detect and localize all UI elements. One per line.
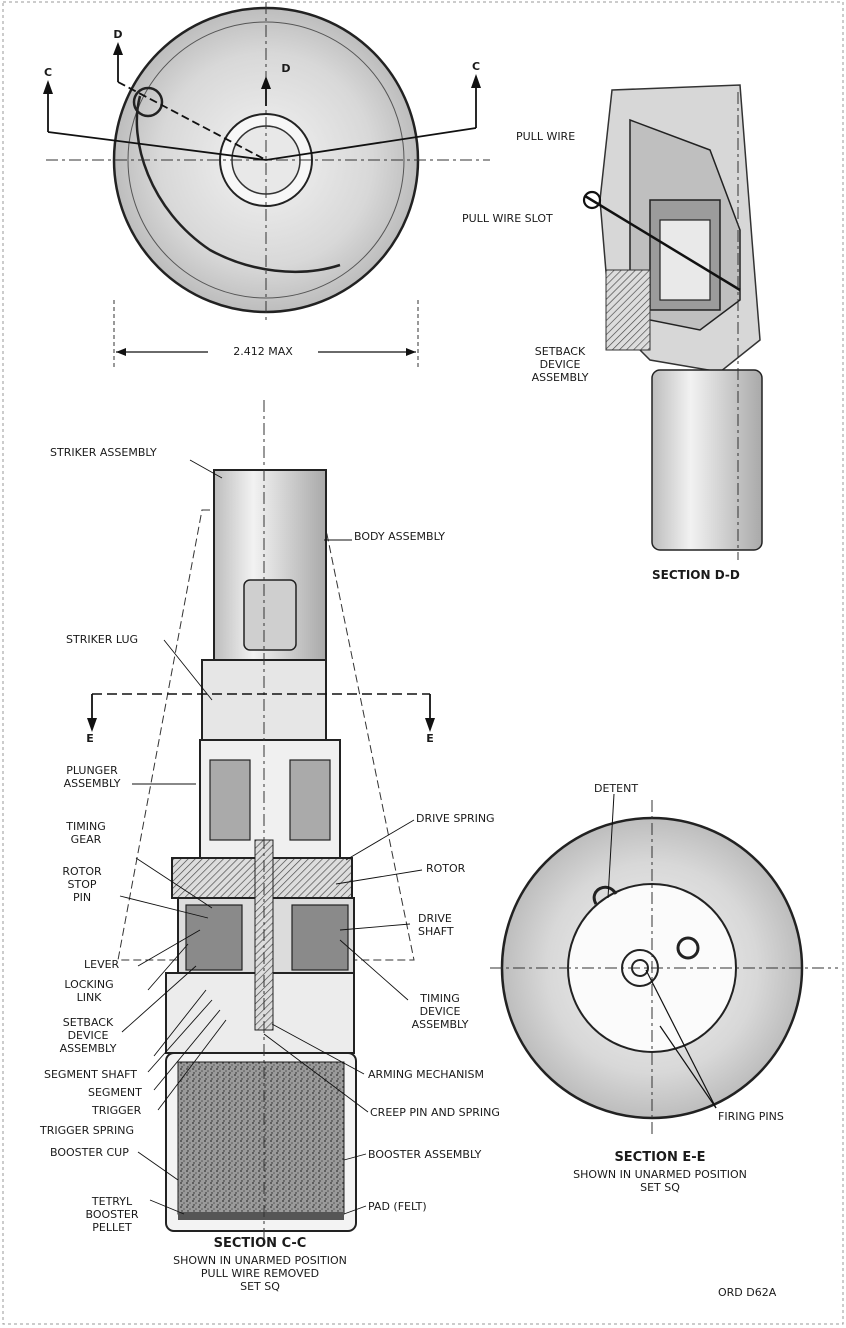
label-tetryl-booster-pellet: TETRYL BOOSTER PELLET <box>85 1195 139 1234</box>
diameter-dimension: 2.412 MAX <box>233 345 293 358</box>
label-pull-wire-slot: PULL WIRE SLOT <box>462 212 553 225</box>
label-firing-pins: FIRING PINS <box>718 1110 784 1123</box>
label-drive-shaft: DRIVE SHAFT <box>418 912 454 938</box>
section-mark-d-right: D <box>281 62 291 75</box>
label-striker-lug: STRIKER LUG <box>66 633 139 646</box>
label-segment-shaft: SEGMENT SHAFT <box>44 1068 137 1081</box>
label-setback-device-dd: SETBACK DEVICE ASSEMBLY <box>531 345 589 384</box>
label-segment: SEGMENT <box>88 1086 142 1099</box>
label-arming-mechanism: ARMING MECHANISM <box>368 1068 485 1081</box>
label-trigger: TRIGGER <box>92 1104 142 1117</box>
label-body-assembly: BODY ASSEMBLY <box>354 530 445 543</box>
label-lever: LEVER <box>84 958 120 971</box>
section-dd-view <box>582 84 763 560</box>
section-cc-view <box>87 400 435 1240</box>
label-setback-device-cc: SETBACK DEVICE ASSEMBLY <box>59 1016 117 1055</box>
section-mark-d-left: D <box>113 28 123 41</box>
section-dd-title: SECTION D-D <box>652 568 740 582</box>
section-mark-c-right: C <box>471 60 481 73</box>
section-ee-view <box>490 793 838 1135</box>
section-cc-subtitle: SHOWN IN UNARMED POSITION PULL WIRE REMO… <box>173 1254 347 1293</box>
section-mark-e-left: E <box>86 732 94 745</box>
label-timing-gear: TIMING GEAR <box>66 820 106 846</box>
label-plunger-assembly: PLUNGER ASSEMBLY <box>63 764 121 790</box>
label-detent: DETENT <box>594 782 639 795</box>
label-pull-wire: PULL WIRE <box>516 130 576 143</box>
section-ee-subtitle: SHOWN IN UNARMED POSITION SET SQ <box>573 1168 747 1194</box>
top-view <box>43 2 490 370</box>
label-booster-assembly: BOOSTER ASSEMBLY <box>368 1148 482 1161</box>
section-mark-e-right: E <box>426 732 434 745</box>
label-timing-device-assembly: TIMING DEVICE ASSEMBLY <box>411 992 469 1031</box>
label-rotor-stop-pin: ROTOR STOP PIN <box>62 865 102 904</box>
label-trigger-spring: TRIGGER SPRING <box>40 1124 134 1137</box>
section-ee-title: SECTION E-E <box>614 1150 706 1165</box>
section-cc-title: SECTION C-C <box>213 1236 307 1251</box>
drawing-number: ORD D62A <box>718 1286 777 1299</box>
section-mark-c-left: C <box>43 66 53 79</box>
label-locking-link: LOCKING LINK <box>64 978 114 1004</box>
label-creep-pin-and-spring: CREEP PIN AND SPRING <box>370 1106 500 1119</box>
label-pad-felt: PAD (FELT) <box>368 1200 427 1213</box>
label-rotor: ROTOR <box>426 862 466 875</box>
label-booster-cup: BOOSTER CUP <box>50 1146 129 1159</box>
label-drive-spring: DRIVE SPRING <box>416 812 495 825</box>
label-striker-assembly: STRIKER ASSEMBLY <box>50 446 157 459</box>
